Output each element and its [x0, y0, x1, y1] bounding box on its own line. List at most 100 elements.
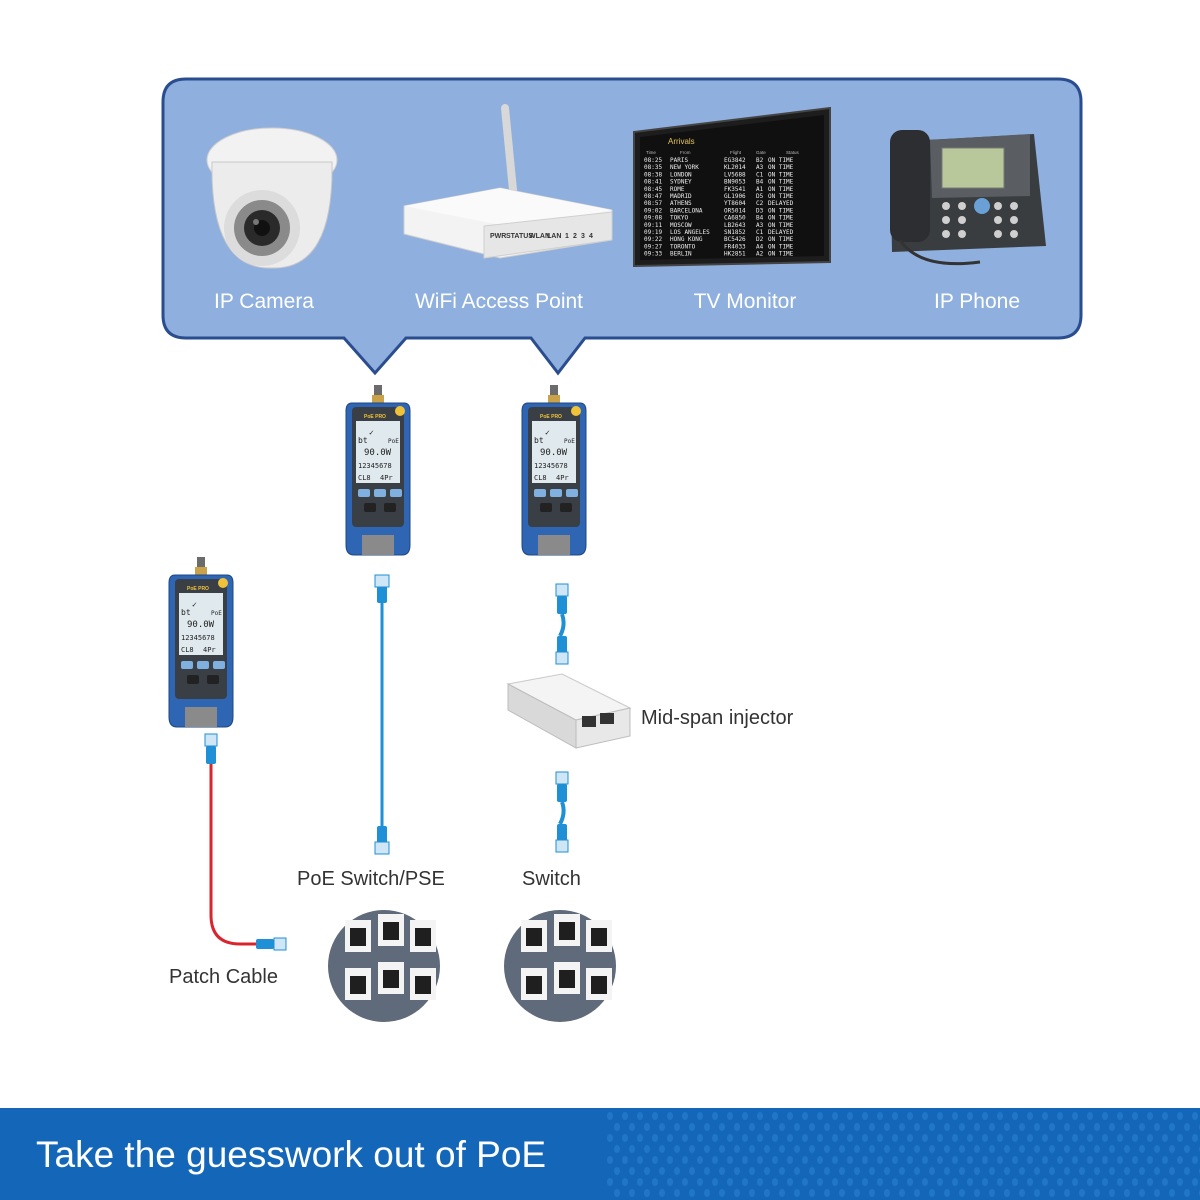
patch-cable-label: Patch Cable [169, 966, 278, 988]
arrivals-cell: LB2643 [724, 222, 746, 229]
arrivals-cell: KL2014 [724, 164, 746, 171]
arrivals-cell: NEW YORK [670, 164, 699, 171]
midspan-injector-icon [506, 673, 632, 749]
arrivals-cell: PARIS [670, 157, 688, 164]
lcd-pins: 12345678 [534, 462, 568, 470]
tester-key [187, 675, 199, 684]
tester-key [374, 489, 386, 497]
lcd-power: 90.0W [540, 448, 568, 458]
lcd-pairs: 4Pr [203, 646, 216, 654]
arrivals-cell: CA6850 [724, 215, 746, 222]
router-port-label: 4 [589, 233, 593, 240]
arrivals-cell: YT8604 [724, 200, 746, 207]
router-port-label: PWR [490, 233, 506, 240]
arrivals-cell: 09:22 [644, 236, 662, 243]
tester-key [197, 661, 209, 669]
arrivals-cell: C2 [756, 200, 764, 207]
ip-phone-icon [890, 130, 1046, 266]
arrivals-cell: A3 [756, 222, 764, 229]
arrivals-cell: EG3842 [724, 157, 746, 164]
arrivals-cell: GL1906 [724, 193, 746, 200]
arrivals-cell: ON TIME [768, 157, 794, 164]
arrivals-cell: 09:02 [644, 207, 662, 214]
tester-key [540, 503, 552, 512]
arrivals-cell: LOS ANGELES [670, 229, 710, 236]
poe-switch-label: PoE Switch/PSE [297, 868, 445, 890]
tester-brand: PoE PRO [540, 414, 562, 420]
arrivals-header: Flight [730, 150, 742, 155]
arrivals-cell: BC5426 [724, 236, 746, 243]
rj45-port [185, 707, 217, 727]
arrivals-cell: ON TIME [768, 193, 794, 200]
ip-phone-label: IP Phone [933, 290, 1021, 313]
arrivals-cell: D5 [756, 193, 764, 200]
arrivals-cell: ON TIME [768, 243, 794, 250]
lcd-bt: bt [358, 436, 368, 445]
midspan-injector-label: Mid-span injector [641, 707, 794, 729]
lcd-bt: bt [181, 608, 191, 617]
arrivals-header: Status [786, 150, 800, 155]
arrivals-cell: TORONTO [670, 243, 696, 250]
arrivals-cell: 09:33 [644, 251, 662, 258]
lcd-pins: 12345678 [358, 462, 392, 470]
arrivals-cell: B4 [756, 179, 764, 186]
arrivals-cell: LONDON [670, 171, 692, 178]
blue-patch-cable-2 [555, 583, 569, 665]
arrivals-cell: LV5688 [724, 171, 746, 178]
arrivals-cell: ON TIME [768, 251, 794, 258]
arrivals-cell: HK2851 [724, 251, 746, 258]
arrivals-cell: DELAYED [768, 229, 794, 236]
blue-patch-cable-3 [555, 771, 569, 853]
ip-camera-label: IP Camera [214, 290, 314, 313]
arrivals-cell: B4 [756, 215, 764, 222]
router-port-label: 3 [581, 233, 585, 240]
rj45-port [538, 535, 570, 555]
arrivals-cell: 09:27 [644, 243, 662, 250]
arrivals-cell: SYDNEY [670, 179, 692, 186]
arrivals-cell: ON TIME [768, 236, 794, 243]
lcd-class: CL8 [534, 474, 547, 482]
arrivals-cell: BERLIN [670, 251, 692, 258]
arrivals-cell: 08:57 [644, 200, 662, 207]
footer-tagline: Take the guesswork out of PoE [36, 1134, 547, 1175]
tester-key [358, 489, 370, 497]
arrivals-cell: ON TIME [768, 179, 794, 186]
power-button-icon [571, 406, 581, 416]
arrivals-cell: FR4033 [724, 243, 746, 250]
arrivals-cell: TOKYO [670, 215, 688, 222]
cabling [204, 574, 632, 1022]
red-patch-cable [204, 733, 287, 951]
dot-pattern [607, 1112, 1200, 1197]
arrivals-cell: 08:45 [644, 186, 662, 193]
arrivals-cell: 08:47 [644, 193, 662, 200]
tester-brand: PoE PRO [187, 586, 209, 592]
arrivals-cell: OR5014 [724, 207, 746, 214]
lcd-bt: bt [534, 436, 544, 445]
arrivals-cell: A1 [756, 186, 764, 193]
tv-monitor-label: TV Monitor [693, 290, 797, 313]
router-port-label: 1 [565, 233, 569, 240]
router-port-label: STATUS [506, 233, 533, 240]
arrivals-cell: ON TIME [768, 171, 794, 178]
tester-key [384, 503, 396, 512]
tester-key [566, 489, 578, 497]
arrivals-header: Gate [756, 150, 766, 155]
arrivals-cell: C1 [756, 171, 764, 178]
lcd-pins: 12345678 [181, 634, 215, 642]
arrivals-cell: ON TIME [768, 207, 794, 214]
arrivals-cell: 08:41 [644, 179, 662, 186]
lcd-check-icon: ✓ [369, 428, 374, 437]
arrivals-cell: ON TIME [768, 222, 794, 229]
arrivals-cell: ON TIME [768, 215, 794, 222]
arrivals-cell: A3 [756, 164, 764, 171]
arrivals-cell: ON TIME [768, 186, 794, 193]
footer-banner [0, 1108, 1200, 1200]
tester-key [390, 489, 402, 497]
lcd-poe: PoE [564, 438, 575, 445]
arrivals-cell: BARCELONA [670, 207, 703, 214]
ip-camera-icon [206, 127, 338, 269]
